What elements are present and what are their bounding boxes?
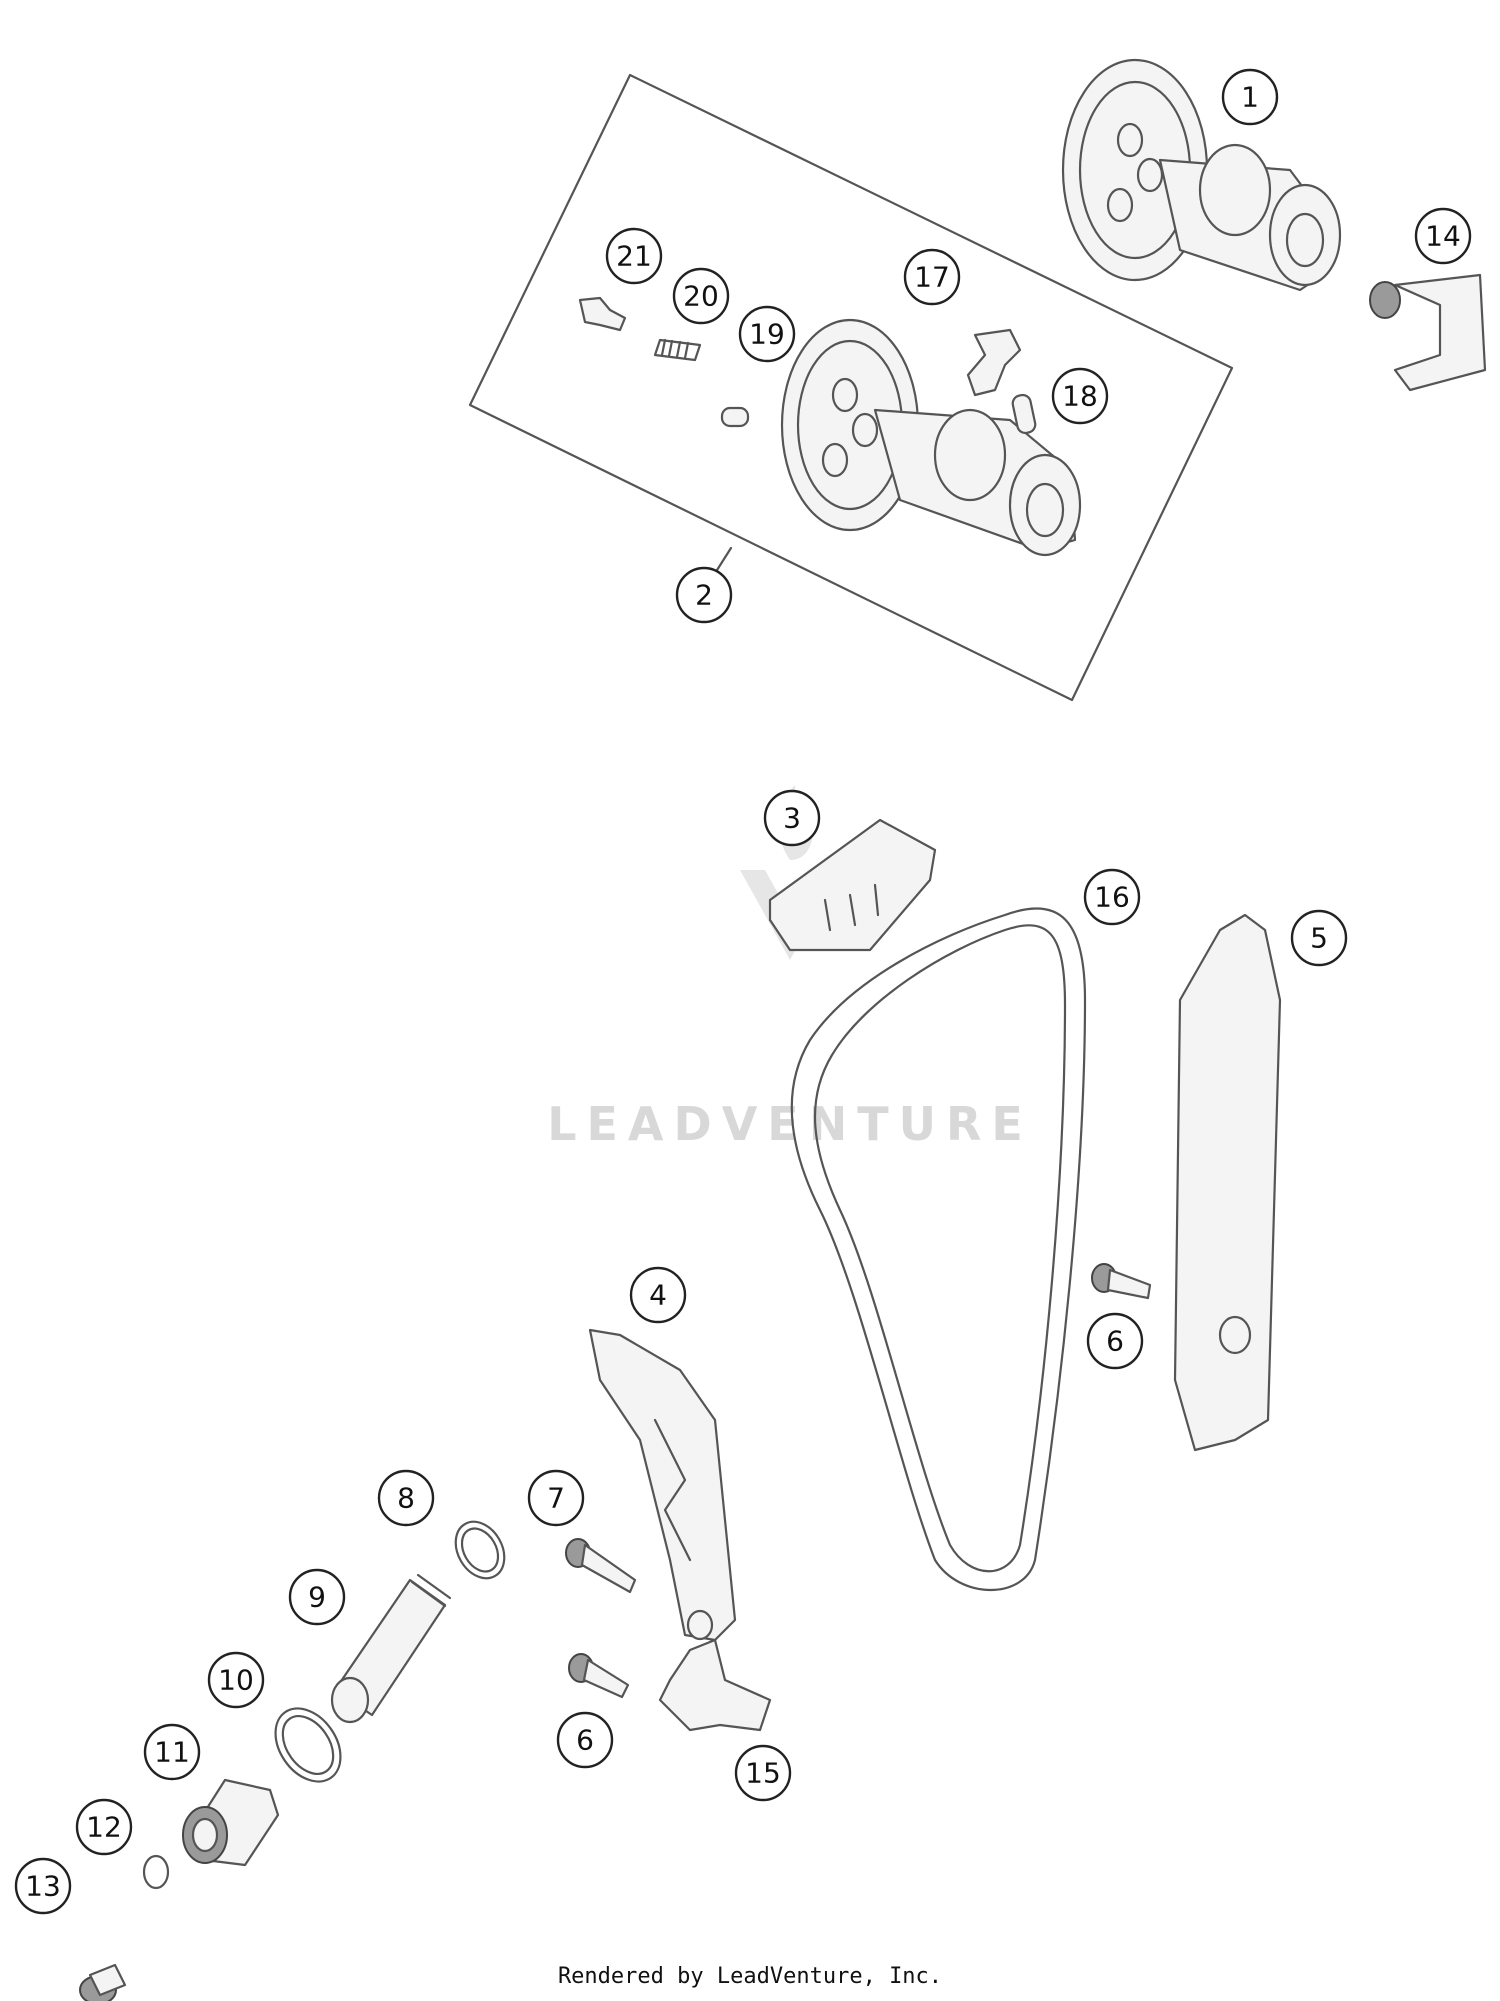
callout-19: 19 — [738, 305, 796, 363]
o-ring-8-inner — [460, 1527, 500, 1573]
o-ring-12 — [142, 1854, 170, 1890]
callout-6a: 6 — [1086, 1312, 1144, 1370]
bolts — [565, 1263, 1152, 1699]
callout-16: 16 — [1083, 868, 1141, 926]
svg-text:9: 9 — [308, 1581, 326, 1614]
callout-10: 10 — [207, 1651, 265, 1709]
svg-text:4: 4 — [649, 1279, 667, 1312]
callout-13: 13 — [14, 1857, 72, 1915]
screw-plug — [182, 1778, 280, 1867]
callout-12: 12 — [75, 1798, 133, 1856]
callout-21: 21 — [605, 227, 663, 285]
callout-3: 3 — [763, 789, 821, 847]
chain-rail — [1173, 913, 1282, 1452]
callout-15: 15 — [734, 1744, 792, 1802]
callout-18: 18 — [1051, 367, 1109, 425]
callout-2: 2 — [675, 566, 733, 624]
callout-7: 7 — [527, 1469, 585, 1527]
kit-outline — [468, 73, 1234, 702]
callout-5: 5 — [1290, 909, 1348, 967]
camshaft-exhaust — [780, 318, 1082, 557]
callout-6b: 6 — [556, 1711, 614, 1769]
sensor-bracket — [1369, 273, 1487, 392]
svg-text:17: 17 — [914, 261, 950, 294]
svg-text:21: 21 — [616, 240, 652, 273]
svg-text:16: 16 — [1094, 881, 1130, 914]
svg-text:18: 18 — [1062, 380, 1098, 413]
svg-text:3: 3 — [783, 802, 801, 835]
svg-text:2: 2 — [695, 579, 713, 612]
footer-credit: Rendered by LeadVenture, Inc. — [557, 1964, 943, 1989]
svg-text:14: 14 — [1425, 220, 1461, 253]
guide-bracket — [658, 1638, 772, 1732]
svg-text:19: 19 — [749, 318, 785, 351]
o-ring-10-inner — [281, 1715, 335, 1775]
svg-text:12: 12 — [86, 1811, 122, 1844]
watermark-text: LEADVENTURE — [547, 1097, 1033, 1151]
svg-text:13: 13 — [25, 1870, 61, 1903]
decompressor-parts — [578, 296, 1037, 435]
chain-tensioner — [330, 1573, 452, 1724]
svg-text:5: 5 — [1310, 922, 1328, 955]
plug-13 — [79, 1963, 127, 2001]
callout-4: 4 — [629, 1266, 687, 1324]
callout-17: 17 — [903, 248, 961, 306]
callout-14: 14 — [1414, 207, 1472, 265]
callout-1: 1 — [1221, 68, 1279, 126]
tensioner-rail — [588, 1328, 737, 1642]
svg-text:8: 8 — [397, 1482, 415, 1515]
callout-9: 9 — [288, 1568, 346, 1626]
camshaft-intake — [1061, 58, 1342, 292]
svg-text:10: 10 — [218, 1664, 254, 1697]
svg-text:11: 11 — [154, 1736, 190, 1769]
svg-text:15: 15 — [745, 1757, 781, 1790]
o-ring-8 — [454, 1520, 506, 1580]
callout-11: 11 — [143, 1723, 201, 1781]
svg-text:6: 6 — [1106, 1325, 1124, 1358]
callout-8: 8 — [377, 1469, 435, 1527]
svg-text:1: 1 — [1241, 81, 1259, 114]
callout-20: 20 — [672, 267, 730, 325]
chain-guide-top — [768, 818, 937, 952]
svg-text:6: 6 — [576, 1724, 594, 1757]
timing-chain — [790, 907, 1087, 1591]
o-ring-10 — [274, 1707, 342, 1783]
svg-text:7: 7 — [547, 1482, 565, 1515]
svg-text:20: 20 — [683, 280, 719, 313]
